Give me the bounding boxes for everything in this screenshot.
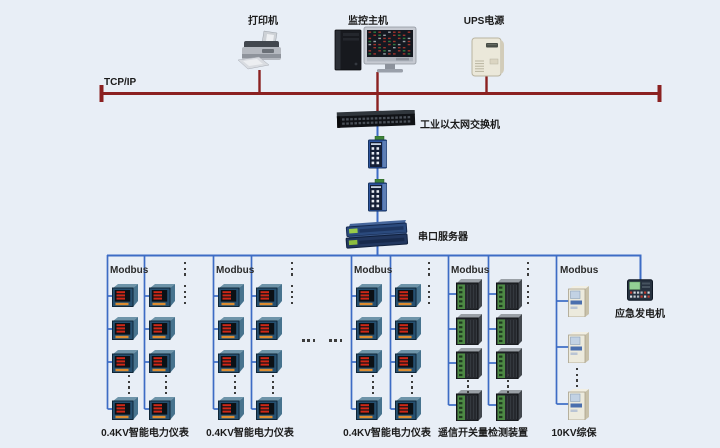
power-meter	[355, 284, 383, 307]
more-devices-ellipsis	[271, 375, 274, 397]
ethernet-switch-image	[336, 109, 416, 129]
modbus-label-4: Modbus	[451, 265, 490, 276]
more-devices-ellipsis	[127, 375, 130, 397]
power-meter	[255, 350, 283, 373]
power-meter	[394, 350, 422, 373]
host-label: 监控主机	[348, 16, 388, 27]
power-meter	[355, 350, 383, 373]
protection-relay	[567, 389, 590, 421]
io-detection-module	[495, 313, 523, 346]
ups-label: UPS电源	[463, 16, 505, 27]
power-meter	[255, 284, 283, 307]
tcpip-label: TCP/IP	[104, 77, 137, 88]
group-4-label: 遥信开关量检测装置	[438, 428, 528, 439]
printer-image	[237, 30, 284, 76]
din-rail-switch-image-2	[367, 178, 389, 212]
group-2-label: 0.4KV智能电力仪表	[206, 428, 294, 439]
generator-label: 应急发电机	[615, 309, 665, 320]
power-meter	[355, 317, 383, 340]
more-devices-ellipsis	[410, 375, 413, 397]
power-meter	[255, 317, 283, 340]
power-meter	[394, 284, 422, 307]
more-devices-ellipsis	[371, 375, 374, 397]
ups-image	[470, 36, 506, 78]
io-detection-module	[495, 389, 523, 422]
modbus-label-3: Modbus	[354, 265, 393, 276]
power-meter	[148, 317, 176, 340]
generator-controller-image	[627, 279, 653, 301]
io-detection-module	[455, 389, 483, 422]
modbus-label-2: Modbus	[216, 265, 255, 276]
serial-server-image	[343, 219, 411, 253]
protection-relay	[567, 332, 590, 364]
power-meter	[148, 397, 176, 420]
io-detection-module	[495, 347, 523, 380]
modbus-label-1: Modbus	[110, 265, 149, 276]
ethernet-switch-label: 工业以太网交换机	[420, 120, 500, 131]
power-meter	[394, 317, 422, 340]
group-1-label: 0.4KV智能电力仪表	[101, 428, 189, 439]
power-meter	[217, 397, 245, 420]
group-3-label: 0.4KV智能电力仪表	[343, 428, 431, 439]
power-meter	[217, 284, 245, 307]
more-devices-ellipsis	[233, 375, 236, 397]
power-meter	[217, 317, 245, 340]
more-columns-ellipsis	[184, 262, 187, 307]
io-detection-module	[455, 347, 483, 380]
monitoring-host-image	[334, 26, 420, 78]
power-meter	[111, 350, 139, 373]
more-devices-ellipsis	[506, 374, 509, 396]
io-detection-module	[455, 313, 483, 346]
more-devices-ellipsis	[466, 374, 469, 396]
more-devices-ellipsis	[164, 375, 167, 397]
power-meter	[217, 350, 245, 373]
power-meter	[355, 397, 383, 420]
din-rail-switch-image-1	[367, 135, 389, 169]
more-columns-ellipsis	[527, 262, 530, 307]
power-meter	[255, 397, 283, 420]
power-meter	[111, 397, 139, 420]
power-meter	[394, 397, 422, 420]
more-columns-ellipsis	[428, 262, 431, 307]
printer-label: 打印机	[248, 16, 278, 27]
power-meter	[111, 284, 139, 307]
more-groups-ellipsis	[302, 339, 345, 342]
group-5-label: 10KV综保	[551, 428, 597, 439]
modbus-label-5: Modbus	[560, 265, 599, 276]
io-detection-module	[455, 278, 483, 311]
protection-relay	[567, 286, 590, 318]
power-meter	[111, 317, 139, 340]
power-meter	[148, 350, 176, 373]
power-meter	[148, 284, 176, 307]
more-devices-ellipsis	[575, 368, 578, 390]
serial-server-label: 串口服务器	[418, 232, 468, 243]
more-columns-ellipsis	[291, 262, 294, 307]
io-detection-module	[495, 278, 523, 311]
